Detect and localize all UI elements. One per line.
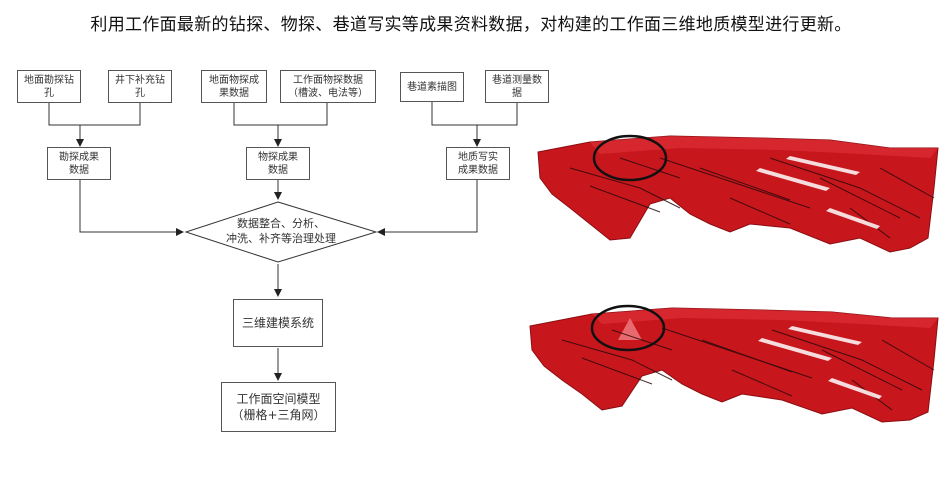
highlight-ellipse-after — [590, 304, 666, 352]
source-roadway-sketch: 巷道素描图 — [400, 72, 464, 102]
source-face-geophysics: 工作面物探数据 （槽波、电法等） — [280, 70, 376, 103]
result-exploration: 勘探成果 数据 — [47, 147, 111, 180]
model-after-update — [529, 304, 939, 423]
source-ground-geophysics: 地面物探成 果数据 — [201, 70, 267, 103]
output-model-box: 工作面空间模型 （栅格+三角网） — [221, 382, 336, 432]
source-underground-drill: 井下补充钻 孔 — [108, 70, 172, 103]
source-ground-drill: 地面勘探钻 孔 — [17, 70, 81, 103]
highlight-ellipse-before — [592, 134, 668, 182]
process-label: 数据整合、分析、 冲洗、补齐等治理处理 — [226, 217, 336, 245]
source-roadway-survey: 巷道测量数 据 — [485, 70, 549, 103]
modeling-system-box: 三维建模系统 — [233, 299, 323, 347]
result-geology-record: 地质写实 成果数据 — [446, 147, 510, 180]
process-diamond — [184, 201, 378, 263]
page-title: 利用工作面最新的钻探、物探、巷道写实等成果资料数据，对构建的工作面三维地质模型进… — [90, 15, 852, 35]
result-geophysics: 物探成果 数据 — [246, 147, 310, 180]
model-before-update — [537, 134, 939, 253]
